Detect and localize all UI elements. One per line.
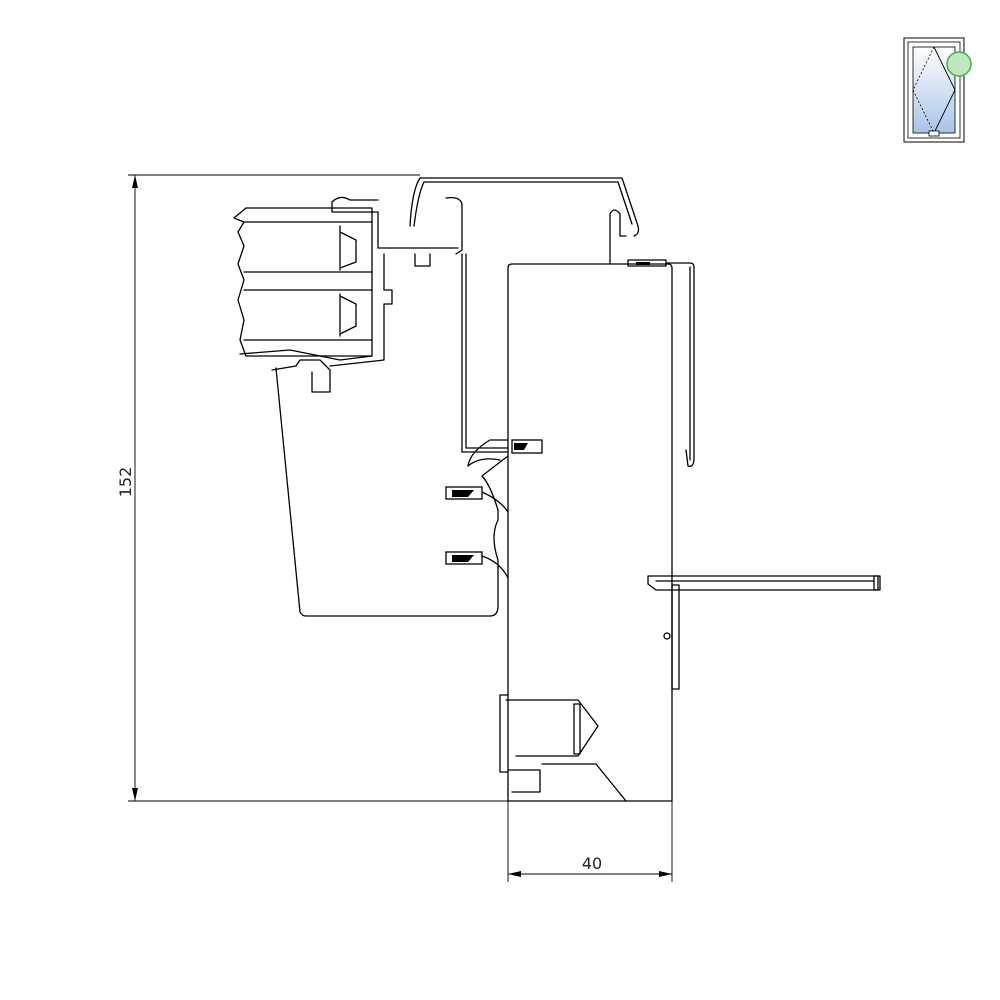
weather-cover-profile [331,177,640,255]
window-sill [647,575,881,591]
height-dimension: 152 [116,174,510,802]
width-dimension: 40 [507,801,673,882]
top-clip-profile [609,209,695,467]
glazing-unit [233,207,373,361]
height-dimension-label: 152 [116,467,135,498]
width-dimension-label: 40 [582,854,602,873]
gasket-clips [445,439,543,579]
sash-profile [271,253,509,617]
position-marker-icon [946,51,972,77]
frame-profile [499,263,680,802]
window-tilt-opening-icon [903,37,972,143]
